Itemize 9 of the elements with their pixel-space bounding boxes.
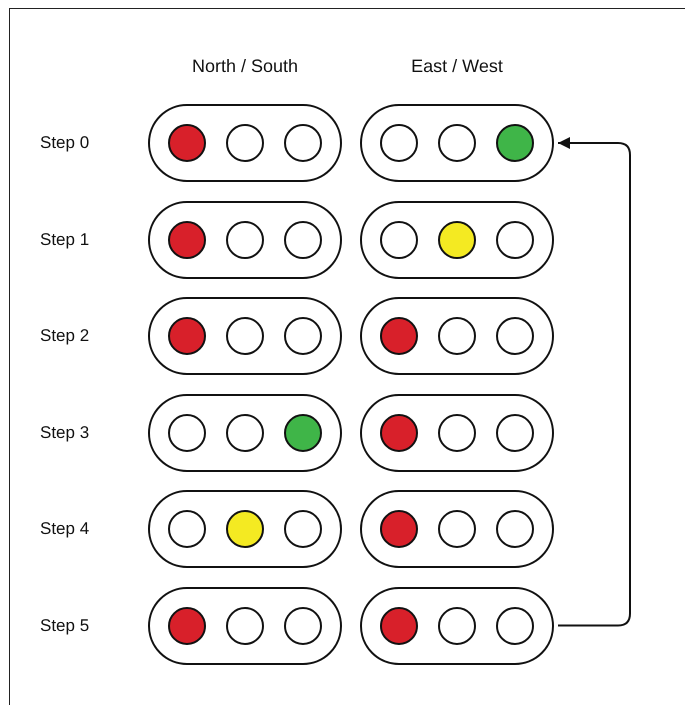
step-label: Step 2	[40, 326, 90, 346]
column-heading: East / West	[410, 56, 504, 77]
step-label: Step 0	[40, 133, 90, 153]
arrow	[558, 137, 631, 626]
step-label: Step 1	[40, 230, 90, 250]
step-label: Step 4	[40, 519, 90, 539]
column-heading: North / South	[190, 56, 300, 77]
step-label: Step 3	[40, 422, 90, 442]
step-label: Step 5	[40, 616, 90, 636]
